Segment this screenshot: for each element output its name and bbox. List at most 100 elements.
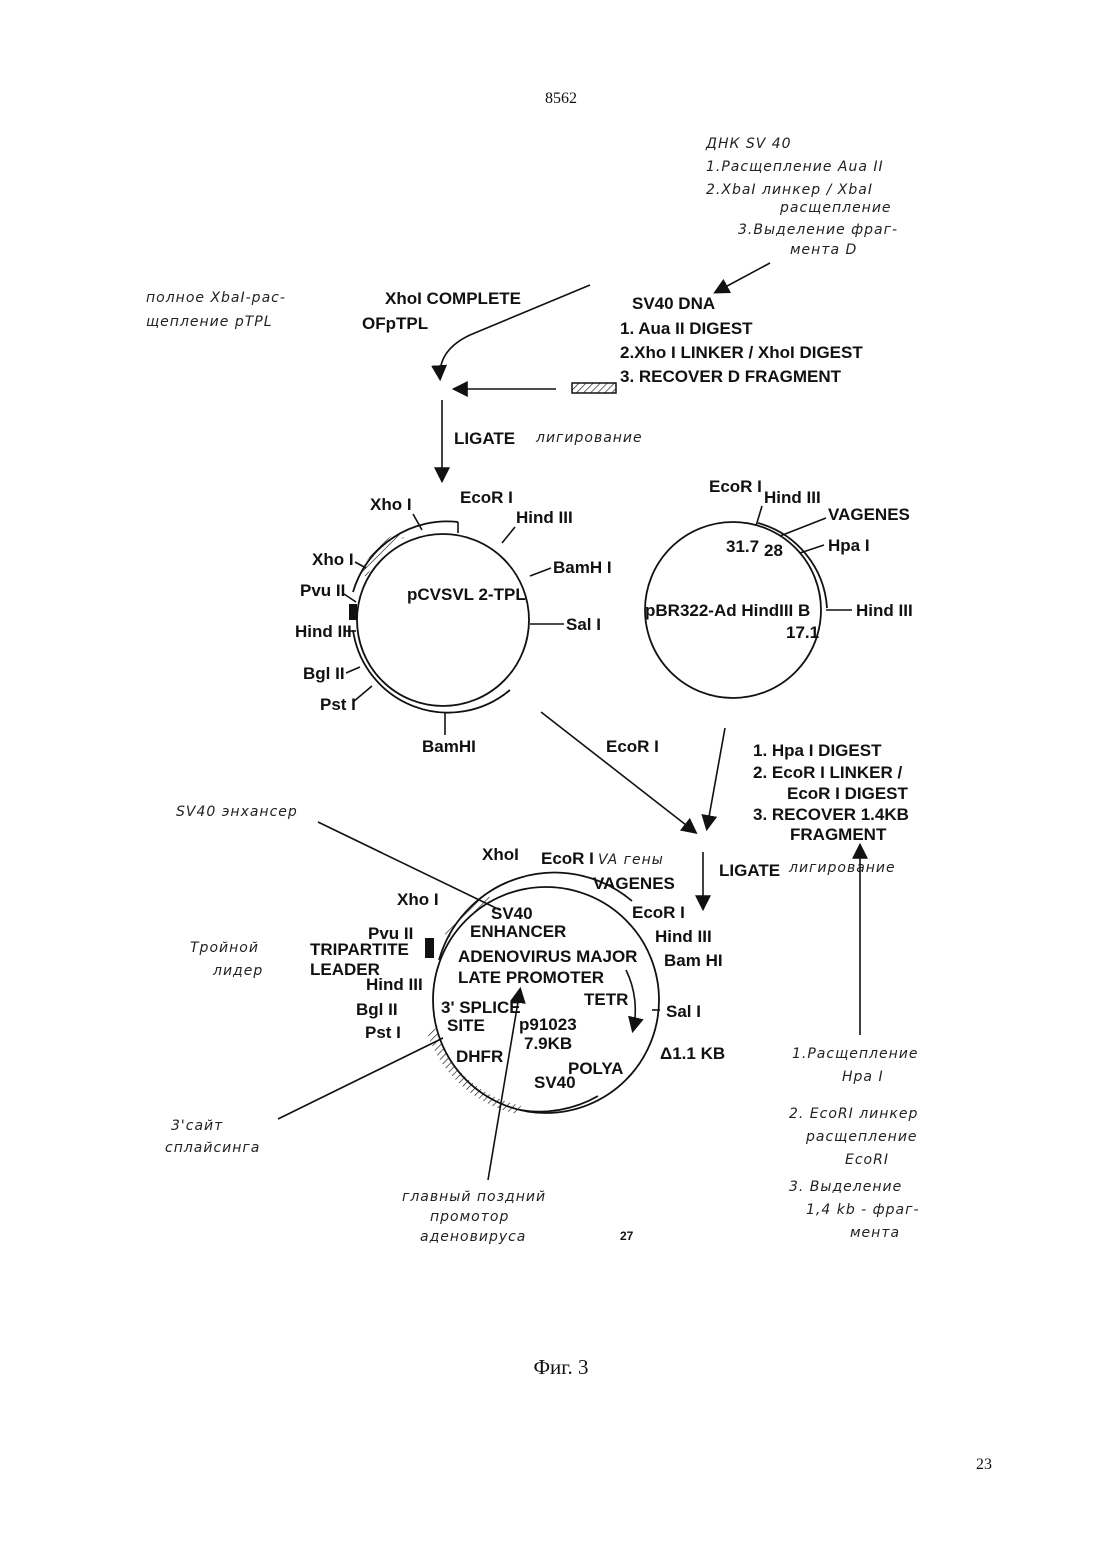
ligate1-en: LIGATE [454,429,515,448]
plasmid3-label-dhfr: DHFR [456,1047,503,1066]
plasmid2-num-28: 28 [764,541,783,560]
plasmid2-num-171: 17.1 [786,623,819,642]
sv40-ru-line-1: ДНК SV 40 [705,136,792,152]
plasmid3-label-sv40-bottom: SV40 [534,1073,576,1092]
plasmid-pcvsvl2-tpl: pCVSVL 2-TPL Xho I EcoR I Hind III BamH … [295,488,612,756]
hpai-ru-line-8: мента [850,1225,900,1241]
xhoi-en-line-2: OFpTPL [362,314,428,333]
plasmid3-site-bamhi-right: Bam HI [664,951,723,970]
xhoi-ru-line-1: полное XbaI-рас- [146,290,286,306]
promoter-ru-1: главный поздний [402,1189,546,1205]
document-code: 8562 [545,90,577,107]
plasmid2-site-hindiii-right: Hind III [856,601,913,620]
tripartite-ru-2: лидер [212,963,263,979]
xhoi-ru-line-2: щепление pTPL [146,314,273,330]
plasmid2-site-hpai: Hpa I [828,536,870,555]
sv40-ru-line-2: 1.Расщепление Aua II [706,159,884,175]
hpai-ru-line-4: расщепление [805,1129,918,1145]
sv40-en-line-4: 3. RECOVER D FRAGMENT [620,367,842,386]
plasmid3-site-vagenes: VAGENES [593,874,675,893]
plasmid3-label-admlp-1: ADENOVIRUS MAJOR [458,947,637,966]
sv40-ru-line-3: 2.XbaI линкер / XbaI [706,182,873,198]
hpai-en-line-5: FRAGMENT [790,825,887,844]
plasmid3-delta: Δ1.1 KB [660,1044,725,1063]
hpai-ru-line-3: 2. EcoRI линкер [789,1106,918,1122]
plasmid3-site-ecori-right: EcoR I [632,903,685,922]
ecori-arrow-label: EcoR I [606,737,659,756]
plasmid3-name: p91023 [519,1015,577,1034]
plasmid3-label-admlp-2: LATE PROMOTER [458,968,604,987]
splice-ru-1: 3'сайт [171,1118,223,1134]
ligate2-ru: лигирование [788,860,896,876]
plasmid1-site-bglii: Bgl II [303,664,345,683]
plasmid3-site-bglii: Bgl II [356,1000,398,1019]
ligate2-en: LIGATE [719,861,780,880]
plasmid3-label-polya: POLYA [568,1059,623,1078]
plasmid2-down-arrow [707,728,725,828]
plasmid1-insert-arc [353,521,458,592]
hpai-english-steps: 1. Hpa I DIGEST 2. EcoR I LINKER / EcoR … [753,741,909,844]
hpai-russian-notes: 1.Расщепление Hpa I 2. EcoRI линкер расщ… [789,1046,920,1241]
plasmid2-insert-arc [758,523,827,608]
sv40-ru-line-5: 3.Выделение фраг- [738,222,898,238]
plasmid2-num-317: 31.7 [726,537,759,556]
plasmid1-site-psti: Pst I [320,695,356,714]
plasmid3-label-leader: LEADER [310,960,380,979]
plasmid3-site-xhoi-top: XhoI [482,845,519,864]
plasmid3-solid-tpl [425,938,434,958]
hpai-ru-line-7: 1,4 kb - фраг- [806,1202,920,1218]
sv40-russian-notes: ДНК SV 40 1.Расщепление Aua II 2.XbaI ли… [705,136,898,258]
hpai-ru-line-6: 3. Выделение [789,1179,902,1195]
hpai-en-line-2: 2. EcoR I LINKER / [753,763,903,782]
plasmid3-site-hindiii-right: Hind III [655,927,712,946]
plasmid2-site-vagenes: VAGENES [828,505,910,524]
plasmid1-site-hindiii: Hind III [516,508,573,527]
plasmid3-site-ecori-top: EcoR I [541,849,594,868]
plasmid3-site-sali: Sal I [666,1002,701,1021]
sv40-enhancer-ru: SV40 энхансер [176,804,298,820]
promoter-ru-3: аденовируса [420,1229,526,1245]
tripartite-ru-1: Тройной [190,940,259,956]
plasmid3-label-splice: 3' SPLICE [441,998,521,1017]
plasmid3-site-psti: Pst I [365,1023,401,1042]
splice-pointer-line [278,1038,443,1119]
xhoi-en-line-1: XhoI COMPLETE [385,289,521,308]
hpai-en-line-1: 1. Hpa I DIGEST [753,741,882,760]
splice-ru-2: сплайсинга [165,1140,260,1156]
sv40-en-line-1: SV40 DNA [632,294,715,313]
plasmid2-site-ecori: EcoR I [709,477,762,496]
promoter-pointer-arrow [488,990,520,1180]
plasmid3-label-tetr: TETR [584,990,628,1009]
plasmid1-site-pvuii: Pvu II [300,581,345,600]
plasmid1-solid-segment [349,604,357,620]
sv40-en-line-2: 1. Aua II DIGEST [620,319,753,338]
hpai-ru-line-1: 1.Расщепление [792,1046,918,1062]
plasmid1-site-hindiii-left: Hind III [295,622,352,641]
plasmid2-name: pBR322-Ad HindIII B [645,601,810,620]
sv40-ru-line-4: расщепление [779,200,892,216]
plasmid1-lower-arc [353,630,510,713]
ecori-arrow [541,712,695,832]
plasmid3-vagenes-ru: VA гены [598,852,664,868]
hpai-ru-line-2: Hpa I [842,1069,884,1085]
plasmid1-ring-inner [357,534,529,706]
ligate1-ru: лигирование [535,430,643,446]
plasmid1-site-bamhi-bottom: BamHI [422,737,476,756]
sv40-pointer-arrow [716,263,770,292]
plasmid3-label-tripartite: TRIPARTITE [310,940,409,959]
plasmid1-hatched-segment [363,534,402,575]
page-number: 23 [976,1456,992,1473]
plasmid-pbr322-ad: pBR322-Ad HindIII B EcoR I Hind III VAGE… [645,477,913,698]
plasmid3-label-site: SITE [447,1016,485,1035]
plasmid1-name: pCVSVL 2-TPL [407,585,526,604]
plasmid3-label-sv40: SV40 [491,904,533,923]
plasmid1-site-ecori: EcoR I [460,488,513,507]
sv40-en-line-3: 2.Xho I LINKER / XhoI DIGEST [620,343,863,362]
promoter-ru-2: промотор [430,1209,509,1225]
d-fragment-icon [572,383,616,393]
plasmid3-size: 7.9KB [524,1034,572,1053]
plasmid3-site-xhoi-left: Xho I [397,890,439,909]
plasmid1-site-bamhi: BamH I [553,558,612,577]
